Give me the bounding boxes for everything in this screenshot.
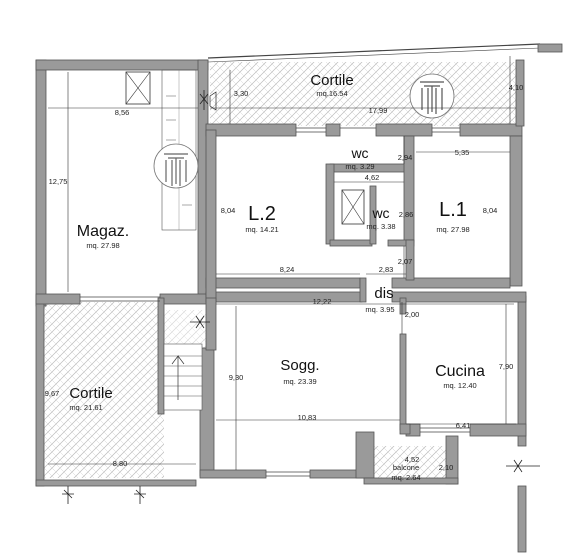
room-area-magaz: mq. 27.98 — [86, 241, 119, 250]
dim-sogg-height: 9,30 — [229, 373, 244, 382]
dim-corridor-length: 12,22 — [313, 297, 332, 306]
dim-wc2-width: 2,86 — [399, 210, 414, 219]
room-area-l1: mq. 27.98 — [436, 225, 469, 234]
dim-l2-height: 8,04 — [221, 206, 236, 215]
room-area-wc2: mq. 3.38 — [366, 222, 395, 231]
room-name-wc2: wc — [371, 205, 389, 221]
dim-cortile-length: 17,99 — [369, 106, 388, 115]
room-labels: Cortile mq.16.54 Magaz. mq. 27.98 wc mq.… — [69, 72, 485, 482]
room-area-l2: mq. 14.21 — [245, 225, 278, 234]
balcone-floor — [366, 446, 452, 482]
dimension-lines — [48, 56, 516, 470]
dim-cortile-depth-left: 3,30 — [234, 89, 249, 98]
dim-cucina-width: 6,41 — [456, 421, 471, 430]
dim-magaz-height: 12,75 — [49, 177, 68, 186]
shaft-symbol — [341, 189, 365, 225]
dim-cortile-left-height: 9,67 — [45, 389, 60, 398]
room-area-cortile-left: mq. 21.61 — [69, 403, 102, 412]
room-name-cucina: Cucina — [435, 363, 485, 380]
dimension-labels: 8,56 3,30 4,10 17,99 12,75 2,94 5,35 4,6… — [45, 83, 524, 472]
dim-balcone-width: 4,52 — [405, 455, 420, 464]
tree-symbol-cortile — [409, 73, 455, 119]
dim-l1-height: 8,04 — [483, 206, 498, 215]
room-name-sogg: Sogg. — [280, 357, 319, 374]
room-name-dis: dis — [374, 285, 393, 302]
room-name-magaz: Magaz. — [77, 223, 129, 240]
room-name-l1: L.1 — [439, 199, 467, 221]
dim-dis-small: 2,07 — [398, 257, 413, 266]
room-name-cortile-left: Cortile — [69, 385, 112, 402]
dim-dis-depth: 2,00 — [405, 310, 420, 319]
lower-stairs — [163, 343, 203, 411]
cortile-left-floor — [44, 302, 164, 478]
dim-balcone-depth: 2,10 — [439, 463, 454, 472]
dim-wc-block-width: 4,62 — [365, 173, 380, 182]
room-area-dis: mq. 3.95 — [365, 305, 394, 314]
walls — [35, 43, 563, 553]
tree-symbol-magazzino — [153, 143, 199, 189]
dim-magaz-width: 8,56 — [115, 108, 130, 117]
room-area-cortile-top: mq.16.54 — [316, 89, 347, 98]
room-name-balcone: balcone — [393, 463, 419, 472]
entrance-arrows — [62, 90, 540, 504]
dim-cortile-depth-right: 4,10 — [509, 83, 524, 92]
dim-dis-width: 2,83 — [379, 265, 394, 274]
dim-sogg-width: 10,83 — [298, 413, 317, 422]
dim-l1-width: 5,35 — [455, 148, 470, 157]
room-area-balcone: mq. 2.64 — [391, 473, 420, 482]
room-name-cortile-top: Cortile — [310, 72, 353, 89]
room-area-wc1: mq. 3.29 — [345, 162, 374, 171]
dim-l2-width: 8,24 — [280, 265, 295, 274]
cortile-top-floor — [210, 62, 520, 126]
room-area-sogg: mq. 23.39 — [283, 377, 316, 386]
room-name-l2: L.2 — [248, 203, 276, 225]
openings — [80, 127, 470, 477]
room-name-wc1: wc — [350, 145, 368, 161]
room-area-cucina: mq. 12.40 — [443, 381, 476, 390]
dim-cortile-left-width: 8,80 — [113, 459, 128, 468]
dim-wc1-width: 2,94 — [398, 153, 413, 162]
dim-cucina-height: 7,90 — [499, 362, 514, 371]
